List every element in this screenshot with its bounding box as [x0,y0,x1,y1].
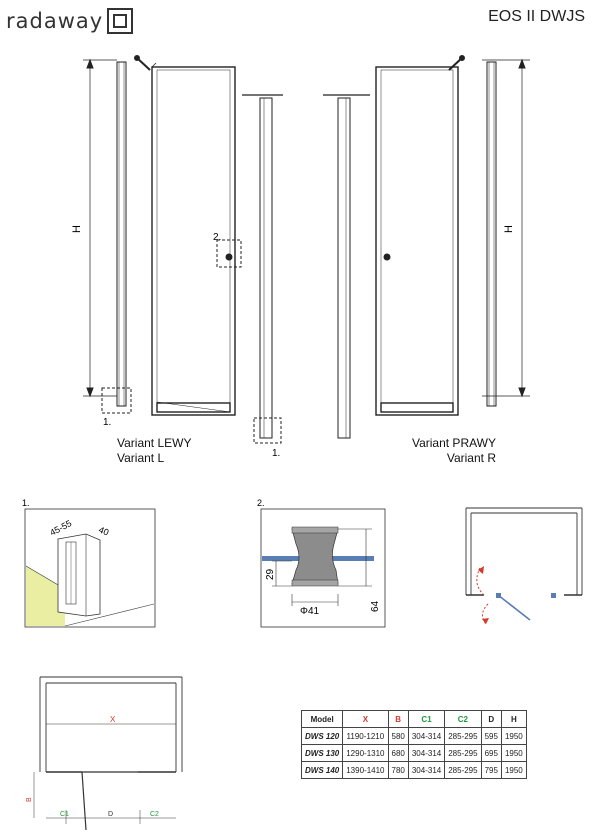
variant-left-label: Variant LEWY Variant L [117,436,191,466]
detail2-drawing: 2. 29 64 Φ41 [257,498,386,628]
table-cell: 285-295 [444,727,482,745]
table-cell: 780 [387,761,409,779]
brand-square-icon [107,8,134,34]
table-cell: 304-314 [407,744,446,762]
detail1-marker-b: 1. [272,448,280,459]
table-cell: 580 [387,727,409,745]
table-cell: DWS 120 [300,727,344,745]
dimensions-table: Model X B C1 C2 D H DWS 120 1190-1210 58… [300,710,527,779]
dimension-plan-drawing: X B C1 C2 D [26,676,183,831]
table-cell: 680 [387,744,409,762]
h-label-left: H [71,225,83,233]
table-header-x: X [342,710,389,728]
detail1-dim-b: 40 [97,525,110,538]
table-cell: 1950 [500,761,527,779]
table-row: DWS 140 1390-1410 780 304-314 285-295 79… [300,761,527,779]
detail1-dim-a: 45-55 [48,518,73,538]
plan-x-label: X [110,715,116,724]
table-header-c1: C1 [407,710,446,728]
table-cell: DWS 140 [300,761,344,779]
variant-left-line1: Variant LEWY [117,436,192,450]
elevation-drawing: H H 2. 1. 1. [71,55,530,459]
detail1-label: 1. [22,498,30,508]
table-cell: 595 [480,727,502,745]
table-header-h: H [500,710,527,728]
table-cell: 285-295 [444,761,482,779]
detail2-label: 2. [257,498,265,508]
detail2-dim-64: 64 [370,600,381,612]
table-cell: 1950 [500,744,527,762]
detail1-drawing: 1. 45-55 40 [22,498,156,628]
h-label-right: H [503,225,515,233]
table-header-b: B [387,710,409,728]
plan-c2-label: C2 [150,811,159,818]
detail2-marker: 2. [213,232,221,243]
table-cell: 1390-1410 [342,761,389,779]
variant-right-line2: Variant R [446,451,496,465]
brand-name: radaway [6,9,104,33]
variant-left-line2: Variant L [117,451,165,465]
table-cell: 304-314 [407,727,446,745]
model-title: EOS II DWJS [488,8,585,25]
table-row: DWS 120 1190-1210 580 304-314 285-295 59… [300,727,527,745]
table-cell: DWS 130 [300,744,344,762]
brand-logo: radaway [6,7,134,35]
table-cell: 285-295 [444,744,482,762]
table-cell: 795 [480,761,502,779]
plan-c1-label: C1 [60,811,69,818]
table-row: DWS 130 1290-1310 680 304-314 285-295 69… [300,744,527,762]
detail2-dim-29: 29 [265,568,276,580]
plan-b-label: B [26,797,33,802]
detail2-dim-phi: Φ41 [300,606,320,617]
table-header-model: Model [300,710,344,728]
table-cell: 695 [480,744,502,762]
variant-right-label: Variant PRAWY Variant R [412,436,496,466]
detail1-marker: 1. [103,417,111,428]
table-header-row: Model X B C1 C2 D H [300,710,527,728]
table-cell: 304-314 [407,761,446,779]
variant-right-line1: Variant PRAWY [411,436,496,450]
swing-plan-drawing [465,507,583,625]
table-cell: 1950 [500,727,527,745]
plan-d-label: D [108,811,113,818]
table-header-c2: C2 [444,710,482,728]
table-cell: 1290-1310 [342,744,389,762]
table-cell: 1190-1210 [342,727,389,745]
table-header-d: D [480,710,502,728]
